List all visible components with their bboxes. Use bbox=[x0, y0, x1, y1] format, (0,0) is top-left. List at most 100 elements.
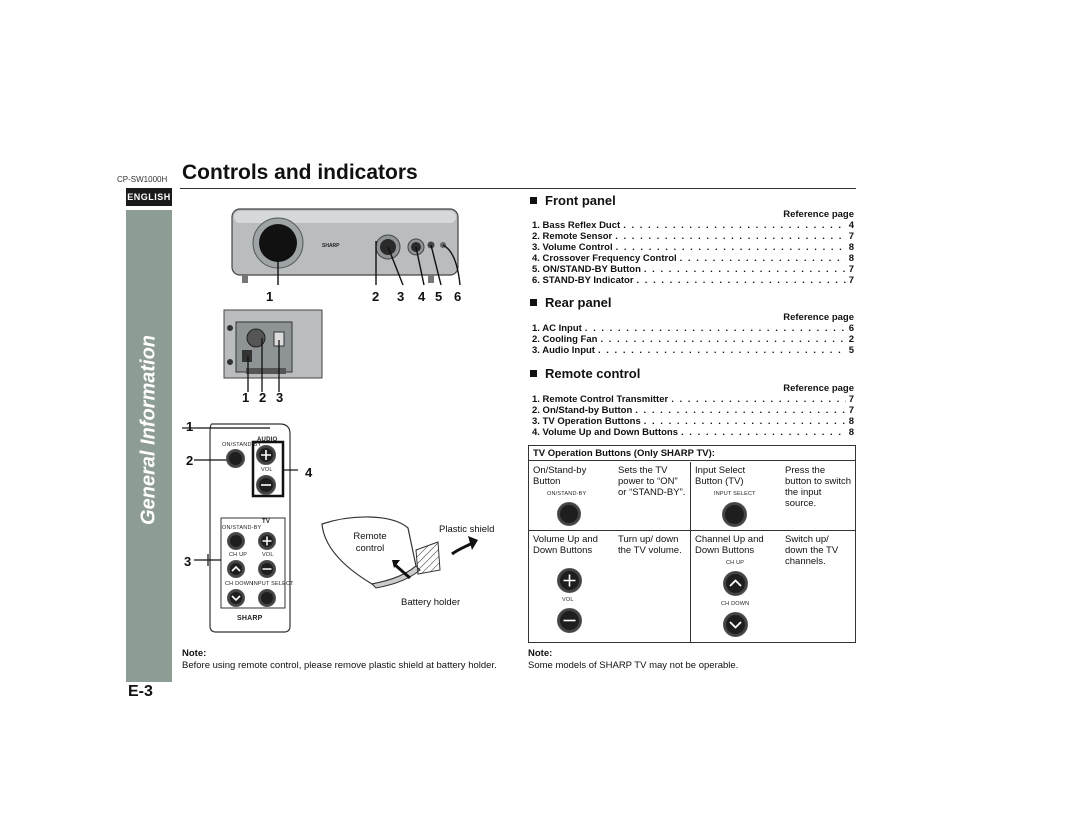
tv-ch-up-button[interactable] bbox=[723, 571, 748, 596]
section-label-vertical: General Information bbox=[126, 330, 172, 530]
remote-onstandby-button[interactable] bbox=[226, 449, 245, 468]
left-note-text: Before using remote control, please remo… bbox=[182, 660, 497, 671]
remote-label-vol: VOL bbox=[261, 467, 273, 473]
item-label: 3. Volume Control bbox=[532, 242, 613, 253]
remote-vol-down-button[interactable] bbox=[256, 475, 276, 495]
left-note-heading: Note: bbox=[182, 648, 207, 659]
item-page: 7 bbox=[848, 394, 854, 405]
item-page: 6 bbox=[848, 323, 854, 334]
front-callout-4: 4 bbox=[418, 289, 426, 304]
minus-icon bbox=[262, 568, 272, 570]
shield-plastic-label: Plastic shield bbox=[439, 524, 495, 535]
item-label: 4. Volume Up and Down Buttons bbox=[532, 427, 679, 438]
remote-label-tv-vol: VOL bbox=[262, 552, 274, 558]
item-page: 7 bbox=[848, 275, 854, 286]
model-number: CP-SW1000H bbox=[117, 175, 168, 184]
item-page: 5 bbox=[848, 345, 854, 356]
tv-input-select-button[interactable] bbox=[722, 502, 747, 527]
page-number: E-3 bbox=[128, 683, 153, 700]
item-label: 6. STAND-BY Indicator bbox=[532, 275, 634, 286]
chevron-down-icon bbox=[729, 621, 742, 629]
list-item: 2. Remote Sensor7 bbox=[532, 231, 854, 242]
remote-ch-up-button[interactable] bbox=[227, 560, 245, 578]
remote-tv-vol-up-button[interactable] bbox=[258, 532, 276, 550]
chevron-down-icon bbox=[231, 595, 241, 602]
chevron-up-icon bbox=[231, 565, 241, 572]
rear-panel-list: 1. AC Input6 2. Cooling Fan2 3. Audio In… bbox=[532, 323, 854, 356]
remote-vol-up-button[interactable] bbox=[256, 445, 276, 465]
remote-label-input-select: INPUT SELECT bbox=[252, 581, 294, 587]
item-label: 5. ON/STAND-BY Button bbox=[532, 264, 641, 275]
remote-label-ch-up: CH UP bbox=[229, 552, 248, 558]
section-label-text: General Information bbox=[137, 334, 160, 526]
tv-onstandby-button[interactable] bbox=[557, 502, 581, 526]
remote-ref-label: Reference page bbox=[783, 383, 854, 394]
list-item: 2. Cooling Fan 2 bbox=[532, 334, 854, 345]
bullet-square-icon bbox=[530, 370, 537, 378]
item-label: 1. Remote Control Transmitter bbox=[532, 394, 669, 405]
leader-dots bbox=[671, 394, 846, 405]
title-rule bbox=[180, 188, 856, 189]
leader-dots bbox=[644, 264, 846, 275]
tv-box-vertical-divider bbox=[690, 462, 691, 642]
item-label: 3. TV Operation Buttons bbox=[532, 416, 641, 427]
item-page: 2 bbox=[848, 334, 854, 345]
list-item: 4. Crossover Frequency Control8 bbox=[532, 253, 854, 264]
item-label: 3. Audio Input bbox=[532, 345, 595, 356]
chevron-up-icon bbox=[729, 579, 742, 587]
rear-panel-illustration bbox=[223, 309, 323, 392]
leader-dots bbox=[598, 345, 846, 356]
tv-vol-up-button[interactable] bbox=[557, 568, 582, 593]
list-item: 4. Volume Up and Down Buttons8 bbox=[532, 427, 854, 438]
tv-ch-up-tag: CH UP bbox=[726, 560, 745, 566]
page-title: Controls and indicators bbox=[182, 161, 418, 184]
plus-icon bbox=[262, 536, 272, 546]
minus-icon bbox=[563, 619, 576, 622]
tv-input-name: Input Select Button (TV) bbox=[695, 465, 746, 487]
remote-label-tv-onstandby: ON/STAND-BY bbox=[222, 525, 262, 531]
tv-volume-name: Volume Up and Down Buttons bbox=[533, 534, 598, 556]
leader-dots bbox=[616, 242, 846, 253]
item-label: 2. Remote Sensor bbox=[532, 231, 613, 242]
item-page: 8 bbox=[848, 242, 854, 253]
leader-dots bbox=[681, 427, 846, 438]
leader-dots bbox=[637, 275, 846, 286]
tv-operation-box: TV Operation Buttons (Only SHARP TV): On… bbox=[528, 445, 856, 643]
list-item: 3. Volume Control 8 bbox=[532, 242, 854, 253]
remote-tv-onstandby-button[interactable] bbox=[227, 532, 245, 550]
plastic-shield-illustration bbox=[321, 516, 478, 589]
remote-brand-logo: SHARP bbox=[237, 615, 263, 622]
front-callout-5: 5 bbox=[435, 289, 443, 304]
tv-vol-down-button[interactable] bbox=[557, 608, 582, 633]
remote-tv-vol-down-button[interactable] bbox=[258, 560, 276, 578]
remote-list: 1. Remote Control Transmitter 7 2. On/Sta… bbox=[532, 394, 854, 438]
item-page: 8 bbox=[848, 253, 854, 264]
rear-callout-3: 3 bbox=[276, 390, 284, 405]
tv-box-horizontal-divider bbox=[529, 530, 855, 531]
minus-icon bbox=[261, 484, 271, 486]
list-item: 2. On/Stand-by Button7 bbox=[532, 405, 854, 416]
bullet-square-icon bbox=[530, 197, 537, 205]
tv-ch-down-button[interactable] bbox=[723, 612, 748, 637]
remote-label-audio: AUDIO bbox=[257, 437, 278, 443]
remote-label-ch-down: CH DOWN bbox=[225, 581, 254, 587]
remote-callout-4: 4 bbox=[305, 465, 313, 480]
leader-dots bbox=[600, 334, 845, 345]
leader-dots bbox=[623, 220, 846, 231]
remote-input-select-button[interactable] bbox=[258, 589, 276, 607]
item-label: 2. On/Stand-by Button bbox=[532, 405, 633, 416]
rear-panel-heading-text: Rear panel bbox=[545, 295, 612, 310]
list-item: 3. TV Operation Buttons8 bbox=[532, 416, 854, 427]
remote-ch-down-button[interactable] bbox=[227, 589, 245, 607]
list-item: 5. ON/STAND-BY Button7 bbox=[532, 264, 854, 275]
plus-icon bbox=[563, 574, 576, 587]
front-callout-6: 6 bbox=[454, 289, 462, 304]
front-panel-heading: Front panel bbox=[530, 193, 616, 208]
shield-battery-label: Battery holder bbox=[401, 597, 461, 608]
remote-callout-3: 3 bbox=[184, 554, 192, 569]
remote-callout-1: 1 bbox=[186, 419, 194, 434]
tv-onstandby-name: On/Stand-by Button bbox=[533, 465, 587, 487]
remote-label-tv: TV bbox=[262, 519, 271, 525]
rear-callout-2: 2 bbox=[259, 390, 267, 405]
item-label: 2. Cooling Fan bbox=[532, 334, 598, 345]
